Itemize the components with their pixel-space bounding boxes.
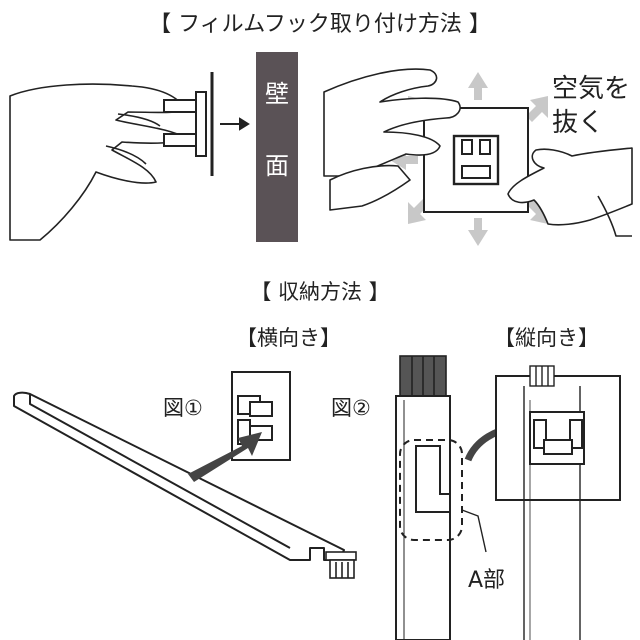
tool-body-horizontal <box>13 391 345 561</box>
part-a-notch <box>415 445 451 513</box>
brush-head-vertical <box>399 355 447 397</box>
storage-title: 【 収納方法 】 <box>250 280 390 304</box>
wall-label-bottom: 面 <box>265 152 289 180</box>
film-hook-side-view <box>163 72 214 176</box>
part-a-pointer <box>461 509 487 553</box>
arrow-to-wall <box>220 117 250 131</box>
figure-2-label: 図② <box>331 396 371 420</box>
hook-front-view <box>423 107 529 213</box>
wall-surface <box>256 52 298 242</box>
hook-front-vertical <box>529 411 585 465</box>
air-caption-line-1: 空気を <box>552 74 631 104</box>
part-a-highlight <box>399 439 463 541</box>
tool-body-vertical <box>395 395 451 640</box>
air-caption-line-2: 抜く <box>552 108 605 138</box>
wall-label-top: 壁 <box>265 80 289 108</box>
hands-pressing-illustration <box>323 68 633 237</box>
page-title: 【 フィルムフック取り付け方法 】 <box>149 12 491 37</box>
insert-arrow-horizontal <box>188 432 262 482</box>
part-a-label: A部 <box>468 568 506 593</box>
vertical-label: 【縦向き】 <box>494 326 599 350</box>
air-release-caption: 空気を 抜く <box>552 72 630 140</box>
figure-1-label: 図① <box>163 396 203 420</box>
hook-panel-horizontal <box>231 371 291 461</box>
brush-head-horizontal <box>325 551 357 579</box>
hand-left-illustration <box>9 83 187 241</box>
horizontal-label: 【横向き】 <box>236 326 341 350</box>
